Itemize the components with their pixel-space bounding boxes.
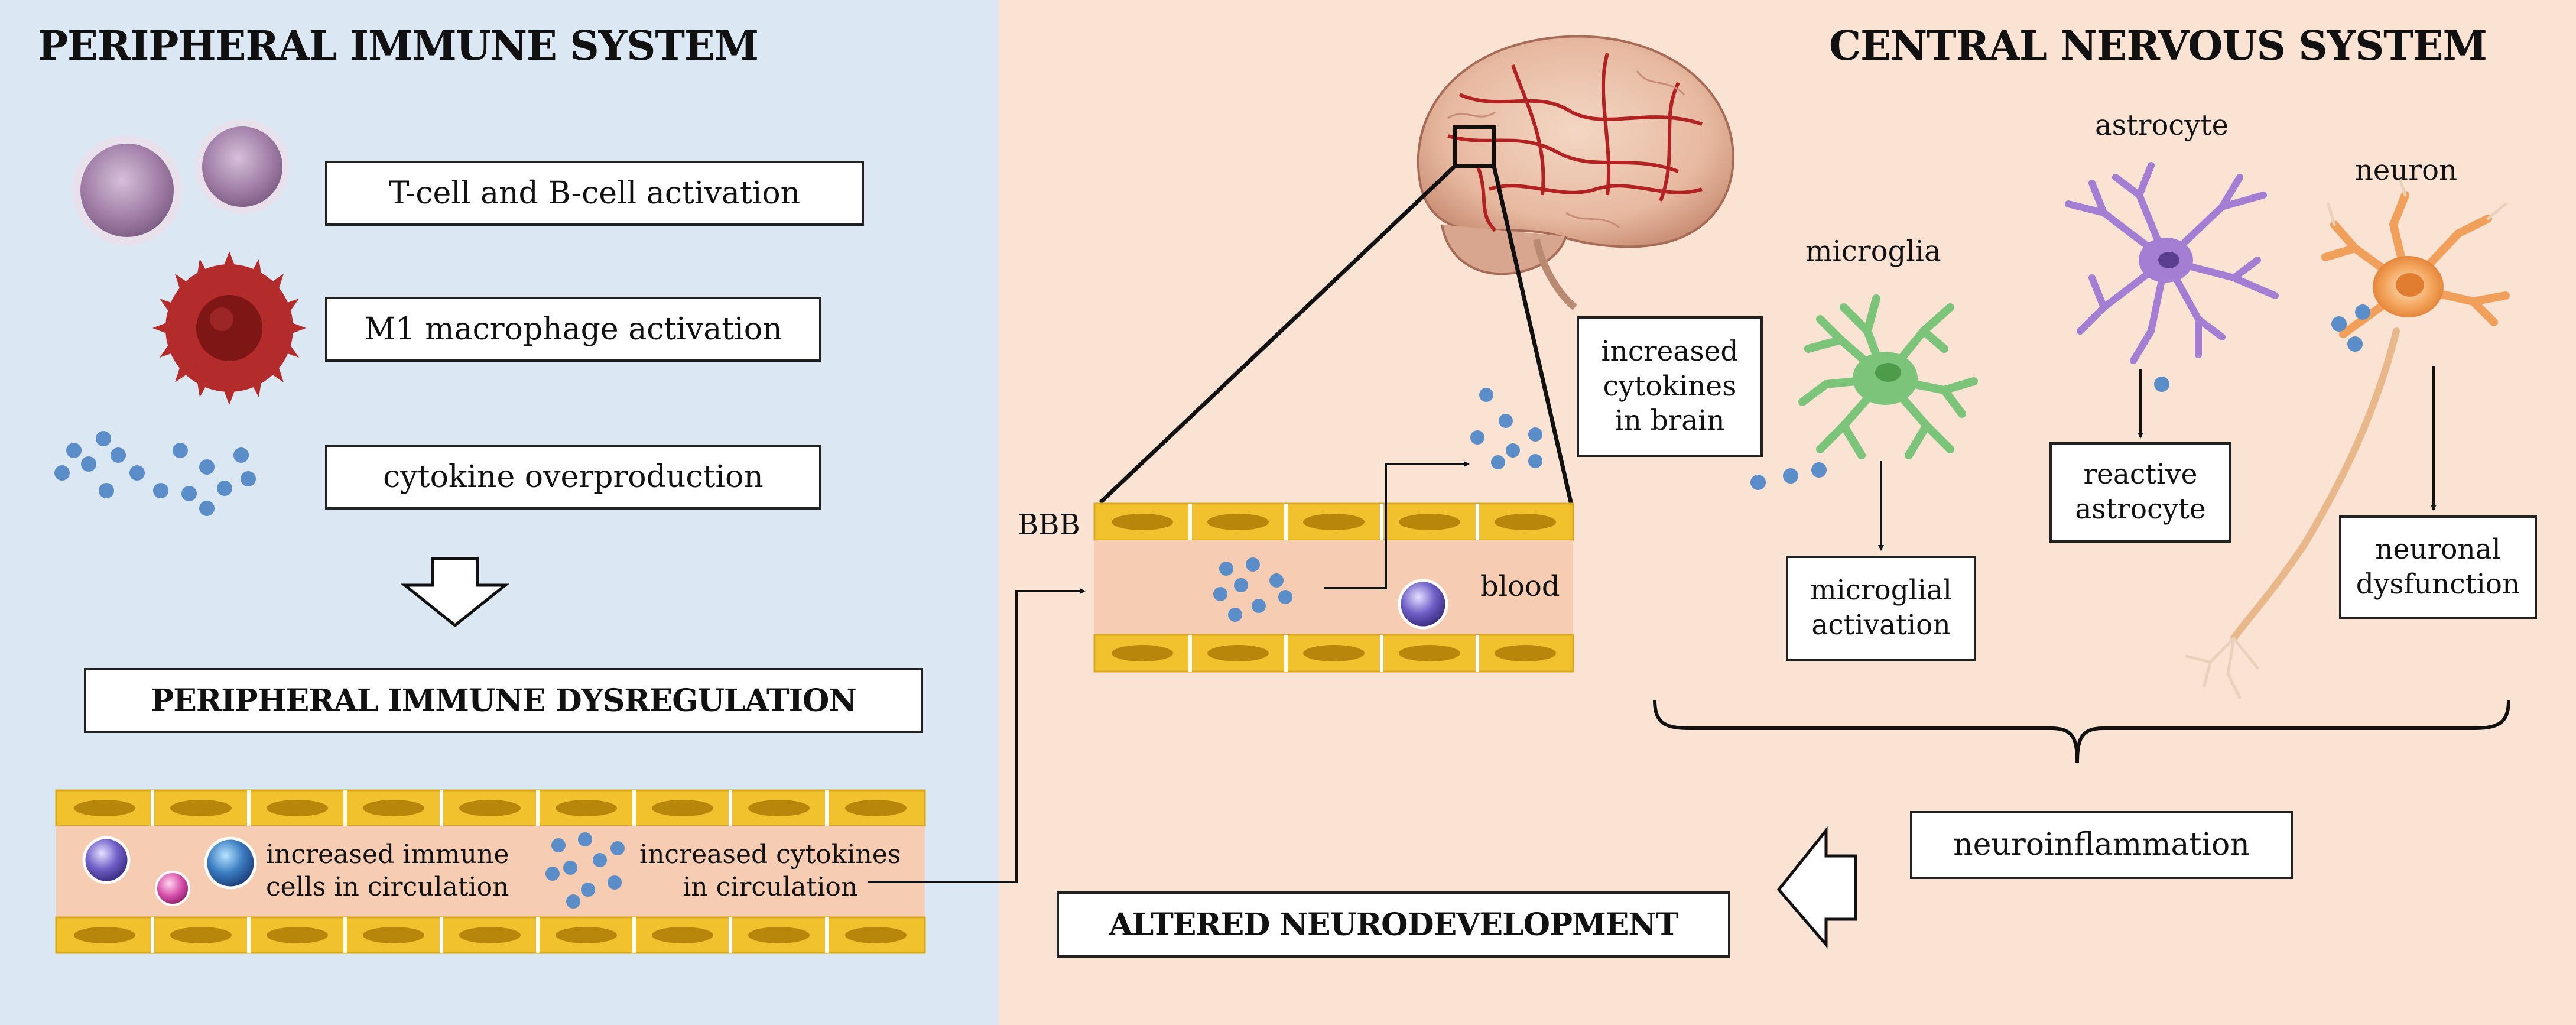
astrocyte-cytokine-icon (2154, 377, 2169, 392)
vessel-cytokines-label-line1: increased cytokines (639, 839, 901, 870)
immune-cells-label-line2: cells in circulation (266, 872, 509, 902)
altered-neurodevelopment-label: ALTERED NEURODEVELOPMENT (1109, 906, 1678, 943)
vessel-cytokines-label-line2: in circulation (683, 872, 858, 902)
microglia-label: microglia (1805, 235, 1941, 268)
neuronal-dysfunction-line2: dysfunction (2356, 567, 2520, 601)
pink-immune-cell-icon (155, 871, 190, 906)
cytokine-overproduction-label: cytokine overproduction (383, 459, 764, 495)
t-cell-activation-box: T-cell and B-cell activation (325, 161, 864, 226)
neuroinflammation-label: neuroinflammation (1953, 827, 2250, 862)
peripheral-dysregulation-label: PERIPHERAL IMMUNE DYSREGULATION (151, 682, 857, 719)
reactive-astrocyte-line1: reactive (2083, 458, 2198, 491)
blood-immune-cell-icon (1398, 579, 1448, 630)
microglial-activation-line1: microglial (1810, 574, 1952, 607)
cns-title: CENTRAL NERVOUS SYSTEM (1829, 22, 2487, 70)
zoom-box (1453, 125, 1496, 168)
cytokine-dots-icon (54, 431, 256, 516)
vessel-cytokines-label: increased cytokines in circulation (639, 838, 901, 903)
immune-cells-label: increased immune cells in circulation (266, 838, 509, 903)
reactive-astrocyte-line2: astrocyte (2075, 493, 2206, 526)
bbb-label: BBB (1018, 508, 1080, 541)
altered-neurodevelopment-box: ALTERED NEURODEVELOPMENT (1057, 891, 1730, 958)
purple-immune-cell-icon (82, 836, 131, 884)
brain-cytokines-box: increased cytokines in brain (1577, 316, 1763, 457)
vessel-cytokines-icon (545, 832, 625, 909)
neuron-cytokines-icon (2331, 304, 2370, 352)
bbb-crossing-arrow (1324, 461, 1470, 589)
cytokine-overproduction-box: cytokine overproduction (325, 445, 821, 510)
brain-cytokines-line1: increased (1601, 335, 1739, 368)
macrophage-activation-box: M1 macrophage activation (325, 297, 821, 362)
brain-cytokines-line3: in brain (1615, 404, 1725, 437)
peripheral-title: PERIPHERAL IMMUNE SYSTEM (38, 22, 759, 70)
down-arrow-icon (400, 557, 510, 628)
lymphocyte-icon (72, 119, 290, 245)
macrophage-activation-label: M1 macrophage activation (364, 311, 782, 347)
microglia-cytokines-icon (1750, 462, 1827, 490)
astrocyte-label: astrocyte (2095, 109, 2229, 142)
immune-cells-label-line1: increased immune (266, 839, 509, 870)
left-arrow-icon (1776, 826, 1857, 949)
bbb-vessel-graphic (1093, 502, 1574, 673)
neuronal-dysfunction-line1: neuronal (2375, 533, 2501, 566)
neuroinflammation-box: neuroinflammation (1910, 811, 2293, 879)
neuron-icon (2185, 176, 2510, 699)
t-cell-activation-label: T-cell and B-cell activation (388, 175, 801, 211)
peripheral-vessel-graphic (55, 789, 926, 954)
blue-immune-cell-icon (204, 836, 257, 890)
brain-icon (1417, 35, 1734, 310)
brain-cytokines-icon (1470, 388, 1542, 469)
astrocyte-icon (2065, 162, 2279, 364)
blood-label: blood (1480, 570, 1560, 603)
connector-arrow (868, 588, 1086, 883)
microglial-activation-box: microglial activation (1786, 556, 1976, 661)
neuron-label: neuron (2355, 154, 2457, 187)
macrophage-icon (152, 251, 306, 405)
microglial-activation-line2: activation (1811, 609, 1951, 641)
reactive-astrocyte-box: reactive astrocyte (2049, 442, 2231, 543)
peripheral-dysregulation-box: PERIPHERAL IMMUNE DYSREGULATION (84, 668, 923, 733)
neuronal-dysfunction-box: neuronal dysfunction (2339, 515, 2537, 619)
brain-cytokines-line2: cytokines (1603, 369, 1737, 403)
brace-graphic (1653, 700, 2510, 763)
